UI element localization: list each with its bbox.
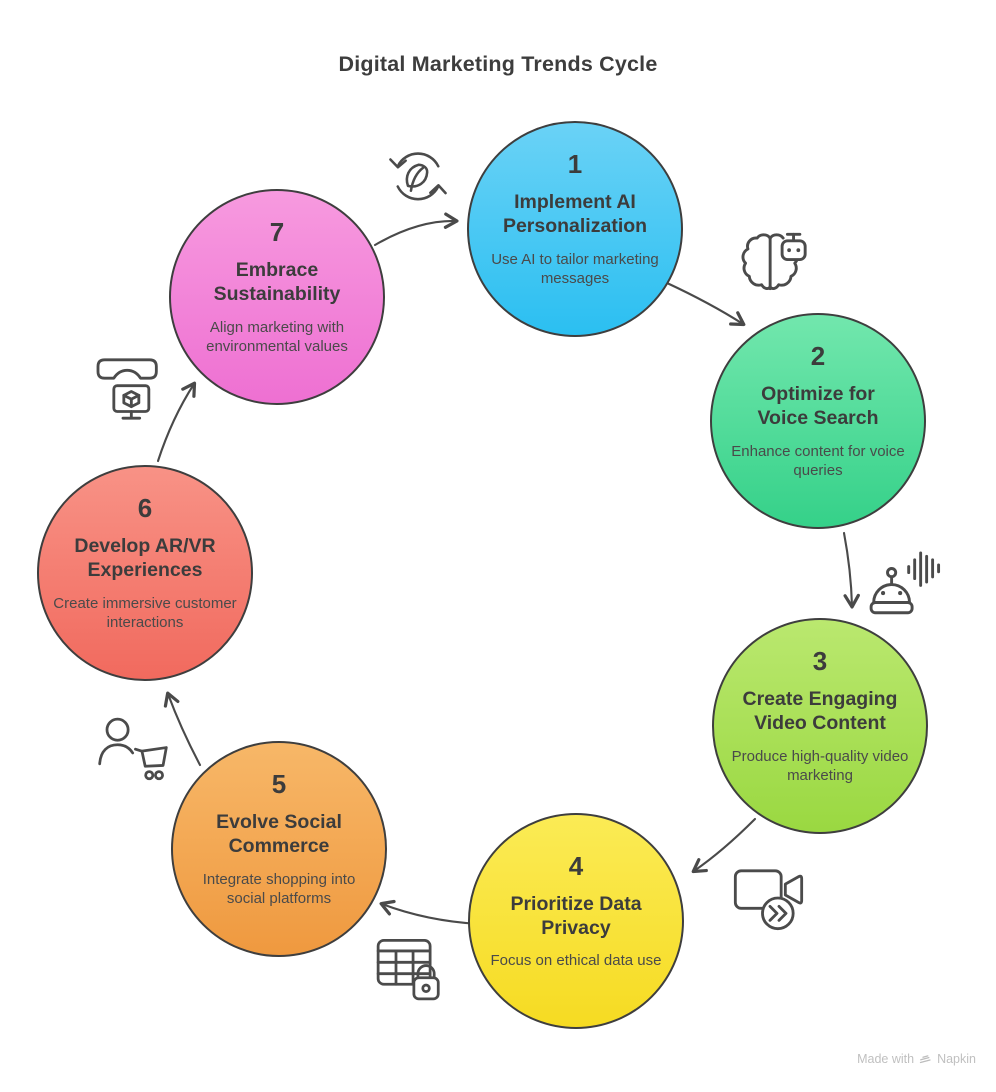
step-3-node: 3 Create Engaging Video Content Produce … [712, 618, 928, 834]
step-4-node: 4 Prioritize Data Privacy Focus on ethic… [468, 813, 684, 1029]
step-title: Create Engaging Video Content [742, 688, 898, 735]
step-title: Prioritize Data Privacy [510, 892, 642, 939]
arrow-4-to-5 [379, 899, 481, 926]
step-6-node: 6 Develop AR/VR Experiences Create immer… [37, 465, 253, 681]
step-number: 1 [567, 149, 583, 180]
step-title: Develop AR/VR Experiences [74, 535, 216, 582]
video-camera-icon [727, 855, 807, 935]
step-number: 2 [810, 341, 826, 372]
arrow-2-to-3 [842, 531, 860, 609]
vr-headset-icon [88, 349, 168, 429]
step-description: Create immersive customer interactions [53, 595, 237, 631]
made-with-label: Made with [857, 1052, 915, 1066]
step-description: Integrate shopping into social platforms [202, 871, 356, 907]
step-number: 5 [271, 769, 287, 800]
ai-brain-icon [730, 222, 812, 304]
step-number: 3 [812, 646, 828, 677]
step-number: 4 [568, 850, 584, 881]
step-number: 7 [269, 217, 285, 248]
brand-label: Napkin [937, 1052, 976, 1066]
step-description: Align marketing with environmental value… [206, 319, 348, 355]
step-2-node: 2 Optimize for Voice Search Enhance cont… [710, 313, 926, 529]
step-description: Use AI to tailor marketing messages [491, 251, 659, 287]
footer-credit: Made with Napkin [857, 1052, 976, 1066]
arrow-5-to-6 [163, 691, 202, 767]
step-7-node: 7 Embrace Sustainability Align marketing… [169, 189, 385, 405]
voice-assistant-icon [860, 541, 942, 623]
step-description: Focus on ethical data use [490, 952, 662, 970]
leaf-recycle-icon [382, 146, 454, 218]
napkin-logo-icon [919, 1054, 931, 1063]
step-title: Evolve Social Commerce [216, 811, 342, 858]
person-cart-icon [94, 711, 172, 789]
step-number: 6 [137, 493, 153, 524]
arrow-7-to-1 [373, 212, 459, 247]
step-title: Embrace Sustainability [213, 259, 341, 306]
step-description: Enhance content for voice queries [731, 443, 905, 479]
step-5-node: 5 Evolve Social Commerce Integrate shopp… [171, 741, 387, 957]
data-table-lock-icon [370, 929, 448, 1007]
step-title: Optimize for Voice Search [757, 383, 879, 430]
step-title: Implement AI Personalization [502, 191, 648, 238]
step-1-node: 1 Implement AI Personalization Use AI to… [467, 121, 683, 337]
step-description: Produce high-quality video marketing [731, 748, 909, 784]
page-title: Digital Marketing Trends Cycle [338, 52, 658, 76]
